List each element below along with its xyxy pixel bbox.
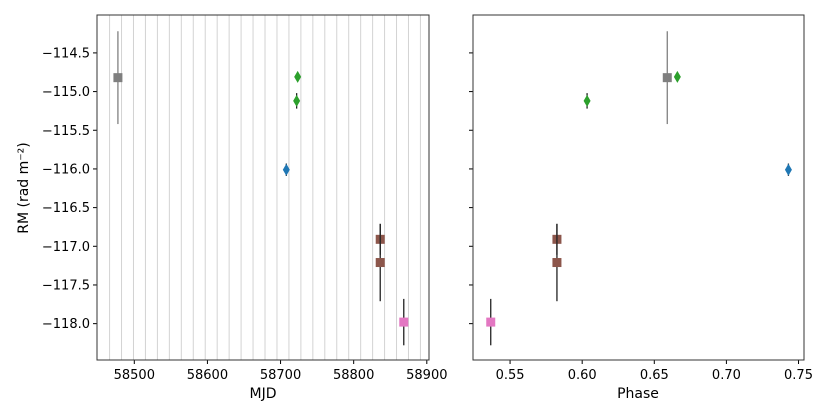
data-point-diamond: [583, 94, 591, 107]
panel-1: 58500 58600 58700 58800 58900 −114.5 −115.0 −11…: [42, 14, 447, 383]
y-tick-label: −116.5: [42, 201, 90, 216]
y-tick-label: −117.0: [42, 240, 90, 255]
x-tick-label: 0.60: [568, 368, 597, 383]
data-point-diamond: [673, 70, 681, 83]
data-point-square: [552, 258, 562, 268]
plot-frame: [96, 14, 430, 361]
x-tick-label: 0.55: [496, 368, 525, 383]
x-tick-label: 0.65: [640, 368, 669, 383]
data-point-diamond: [282, 163, 290, 176]
y-tick-label: −118.0: [42, 317, 90, 332]
x-tick-label: 58600: [187, 368, 228, 383]
x-tick-label: 58500: [114, 368, 155, 383]
data-point-diamond: [294, 70, 302, 83]
data-point-square: [399, 317, 409, 327]
y-tick-label: −117.5: [42, 278, 90, 293]
y-tick-label: −114.5: [42, 46, 90, 61]
data-point-diamond: [293, 94, 301, 107]
x-axis-label-left: MJD: [250, 386, 277, 402]
y-tick-label: −115.0: [42, 85, 90, 100]
x-tick-label: 0.75: [784, 368, 813, 383]
data-point-diamond: [784, 163, 792, 176]
data-point-square: [113, 73, 123, 83]
panel-2: 0.55 0.60 0.65 0.70 0.75: [469, 14, 813, 383]
y-tick-label: −116.0: [42, 162, 90, 177]
y-tick-label: −115.5: [42, 124, 90, 139]
data-point-square: [486, 317, 496, 327]
x-axis-label-right: Phase: [617, 386, 659, 402]
y-axis-label: RM (rad m⁻²): [16, 142, 32, 234]
x-tick-label: 58900: [406, 368, 447, 383]
data-point-square: [662, 73, 672, 83]
x-tick-label: 0.70: [712, 368, 741, 383]
plot-frame: [472, 14, 805, 361]
x-tick-label: 58700: [260, 368, 301, 383]
data-point-square: [375, 258, 385, 268]
x-tick-label: 58800: [333, 368, 374, 383]
